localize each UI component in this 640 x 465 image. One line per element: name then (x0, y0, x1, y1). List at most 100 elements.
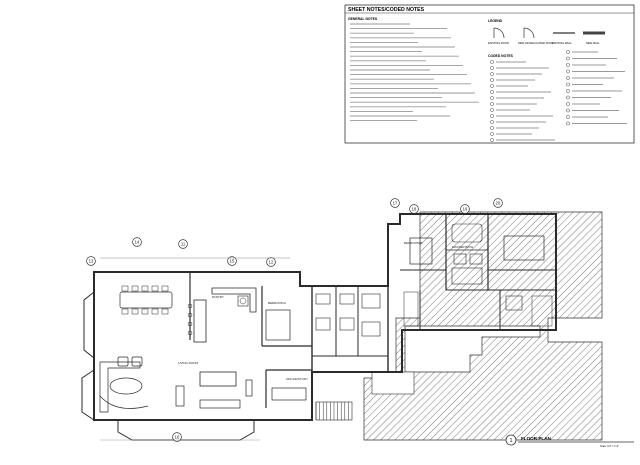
coded-note-bubble (566, 102, 570, 106)
coded-note-bubble (490, 90, 494, 94)
callout-number: 11 (181, 242, 186, 247)
sofa-sectional (99, 361, 149, 413)
dining-chair (121, 285, 129, 292)
callout-bubble: 17 (390, 198, 400, 208)
callout-number: 20 (496, 201, 501, 206)
coded-note-bubble (566, 56, 570, 61)
callout-number: 13 (89, 259, 94, 264)
legend-new-door-icon (523, 27, 535, 39)
floor-plan (81, 211, 603, 441)
coded-note-bubble (566, 63, 570, 67)
room-label-living: LIVING ROOM (178, 361, 199, 365)
callout-bubble: 18 (409, 204, 419, 214)
bay-window-south (117, 420, 255, 441)
legend-heading: LEGEND (488, 19, 503, 23)
callout-bubble: 19 (460, 204, 470, 214)
coded-note-bubble (566, 69, 570, 74)
exterior-wall (93, 213, 557, 421)
callout-number: 12 (269, 260, 274, 265)
room-label-office: OFFICE/STUDY (286, 377, 308, 381)
callouts: 13 14 11 15 12 17 18 19 20 16 (86, 198, 503, 442)
callout-number: 18 (412, 207, 417, 212)
dining-chair (121, 308, 129, 315)
coded-note-bubble (566, 121, 570, 126)
coded-note-bubble (566, 50, 570, 54)
coded-note-bubble (490, 60, 494, 64)
callout-bubble: 14 (132, 237, 142, 247)
room-label-bedroom-a: BEDROOM A (268, 301, 286, 305)
callout-number: 14 (135, 240, 140, 245)
title-scale: Scale: 1/4" = 1'-0" (600, 445, 619, 448)
legend-label-new-door: NEW OR RELOCATED DOOR (518, 41, 554, 45)
room-label-master-bath: MASTER BATH (452, 245, 473, 249)
callout-bubble: 20 (493, 198, 503, 208)
room-label-bedroom-b: BEDROOM B (404, 241, 422, 245)
dining-chair (141, 308, 149, 315)
callout-number: 16 (175, 435, 180, 440)
bar-stools (187, 303, 193, 336)
coded-note-bubble (490, 102, 494, 106)
dining-chair (161, 308, 169, 315)
coded-note-bubble (490, 108, 494, 112)
callout-bubble: 13 (86, 256, 96, 266)
callout-number: 19 (463, 207, 468, 212)
bed-bedroom-b (409, 237, 433, 265)
coded-note-bubble (490, 126, 494, 130)
dining-chair (151, 308, 159, 315)
office-desk (271, 387, 307, 401)
bed-master (503, 235, 545, 261)
coded-note-bubble (490, 114, 494, 118)
sheet-notes-panel: SHEET NOTES/CODED NOTES GENERAL NOTES LE… (344, 4, 635, 144)
dining-table (119, 285, 173, 315)
hatched-exterior-area (363, 211, 603, 441)
bay-window-west (83, 291, 95, 359)
kitchen-island (193, 299, 207, 343)
dining-chair (161, 285, 169, 292)
callout-bubble: 16 (172, 432, 182, 442)
stairs (315, 401, 353, 421)
title-block: 1 FLOOR PLAN Scale: 1/4" = 1'-0" (505, 434, 634, 448)
bar-stool (187, 312, 193, 318)
dining-chair (131, 285, 139, 292)
side-chair (175, 385, 185, 407)
general-notes-heading: GENERAL NOTES (348, 17, 378, 21)
dining-chair (151, 285, 159, 292)
title-label: FLOOR PLAN (521, 436, 552, 441)
legend-existing-door-icon (493, 27, 505, 39)
bath-fixtures (315, 223, 523, 337)
bar-stool (187, 321, 193, 327)
coded-note-bubble (490, 138, 494, 142)
coded-notes-heading: CODED NOTES (488, 54, 514, 58)
armchairs (117, 356, 143, 367)
dining-chair (141, 285, 149, 292)
sofa (199, 399, 241, 409)
title-number-bubble (505, 434, 517, 446)
coded-note-bubble (490, 84, 494, 88)
coded-note-bubble (566, 95, 570, 100)
title-number: 1 (510, 438, 513, 444)
legend-new-wall-icon (583, 31, 605, 35)
coded-note-bubble (490, 96, 494, 100)
coded-note-bubble (490, 78, 494, 82)
callout-bubble: 12 (266, 257, 276, 267)
kitchen-counter (211, 287, 257, 313)
callout-number: 17 (393, 201, 398, 206)
legend-label-existing-door: EXISTING DOOR (488, 41, 509, 45)
callout-bubble: 15 (227, 256, 237, 266)
coded-note-bubble (566, 89, 570, 93)
coded-notes-list (490, 50, 627, 142)
dining-chair (131, 308, 139, 315)
coded-note-bubble (566, 76, 570, 80)
coded-note-bubble (490, 66, 494, 70)
coded-note-bubble (490, 120, 494, 124)
room-labels: LIVING ROOM BEDROOM A BEDROOM B MASTER B… (178, 241, 473, 381)
coded-note-bubble (490, 132, 494, 136)
coded-note-bubble (566, 82, 570, 87)
coded-note-bubble (566, 115, 570, 119)
room-label-pantry: PANTRY (212, 295, 224, 299)
legend-label-existing-wall: EXISTING WALL (552, 41, 572, 45)
general-notes-lines (350, 23, 479, 122)
legend-label-new-wall: NEW WALL (586, 41, 600, 45)
